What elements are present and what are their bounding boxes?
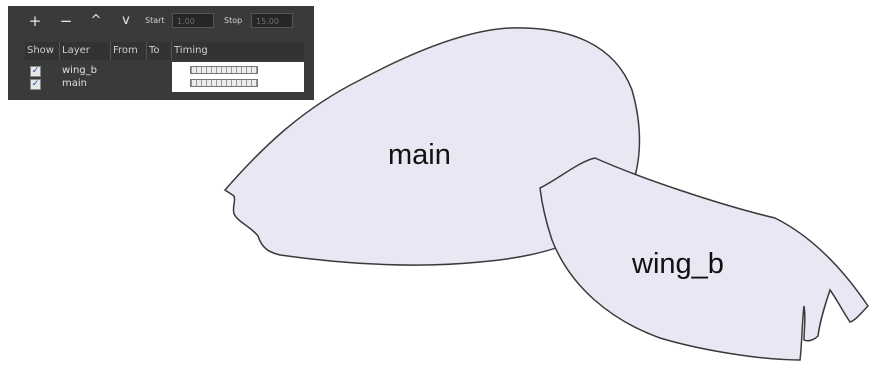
wing-b-shape[interactable] [539,157,869,361]
move-layer-down-button[interactable]: v [116,12,136,30]
start-field[interactable]: 1.00 [172,13,214,28]
table-row[interactable]: ✓ main [25,78,185,90]
stop-field[interactable]: 15.00 [251,13,293,28]
caret-up-icon: ^ [90,13,102,28]
plus-icon: + [28,12,42,30]
column-layer[interactable]: Layer [60,42,111,60]
minus-icon: − [59,12,73,30]
table-header: Show Layer From To Timing [25,42,304,60]
wing-b-label: wing_b [631,248,724,280]
layer-name: wing_b [62,65,97,76]
layer-rows: ✓ wing_b ✓ main [25,62,304,92]
main-label: main [388,139,451,171]
column-timing[interactable]: Timing [174,45,208,56]
stop-label: Stop [224,16,243,25]
remove-layer-button[interactable]: − [56,12,76,30]
timing-area [172,62,304,92]
column-to[interactable]: To [147,42,172,60]
show-checkbox[interactable]: ✓ [30,79,41,90]
show-checkbox[interactable]: ✓ [30,66,41,77]
move-layer-up-button[interactable]: ^ [86,12,106,30]
panel-toolbar: + − ^ v Start 1.00 Stop 15.00 [8,6,314,36]
add-layer-button[interactable]: + [25,12,45,30]
column-from[interactable]: From [111,42,147,60]
table-row[interactable]: ✓ wing_b [25,65,185,77]
layer-name: main [62,78,87,89]
timing-track[interactable] [190,79,258,87]
timing-track[interactable] [190,66,258,74]
start-label: Start [145,16,165,25]
layer-panel: + − ^ v Start 1.00 Stop 15.00 Show Layer… [8,6,314,100]
column-show[interactable]: Show [25,42,60,60]
caret-down-icon: v [122,13,130,28]
